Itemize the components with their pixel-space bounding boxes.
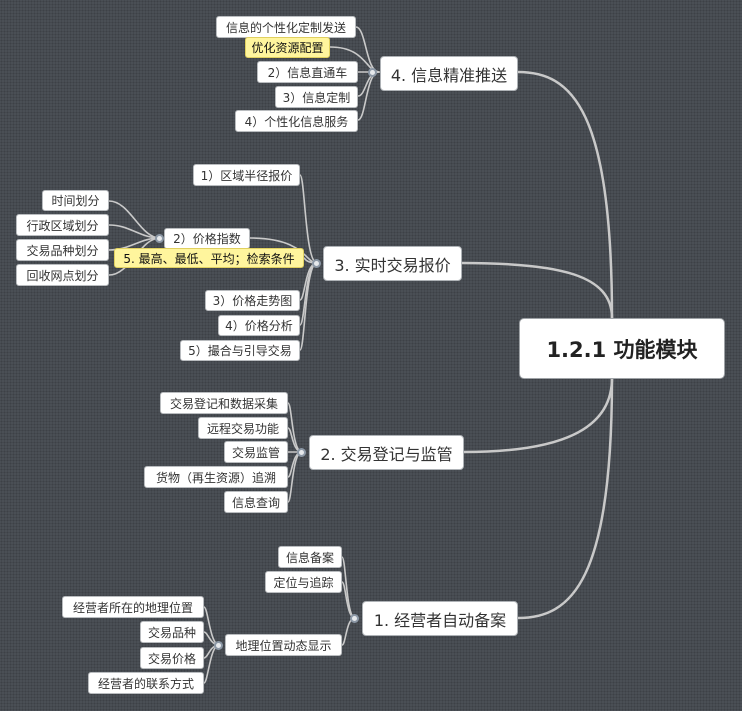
leaf-trade-price[interactable]: 交易价格 xyxy=(140,647,204,669)
collapse-toggle-icon[interactable] xyxy=(297,448,306,457)
leaf-price-analysis[interactable]: 4）价格分析 xyxy=(218,315,300,336)
branch-operator-filing[interactable]: 1. 经营者自动备案 xyxy=(362,601,518,636)
leaf-recycle-point-division[interactable]: 回收网点划分 xyxy=(16,264,109,286)
leaf-info-express[interactable]: 2）信息直通车 xyxy=(257,61,358,83)
collapse-toggle-icon[interactable] xyxy=(350,614,359,623)
leaf-operator-contact[interactable]: 经营者的联系方式 xyxy=(88,672,204,694)
collapse-toggle-icon[interactable] xyxy=(214,641,223,650)
leaf-personalized-push[interactable]: 信息的个性化定制发送 xyxy=(216,16,356,38)
leaf-trade-variety[interactable]: 交易品种 xyxy=(140,621,204,643)
leaf-location-display[interactable]: 地理位置动态显示 xyxy=(225,634,342,656)
leaf-price-index[interactable]: 2）价格指数 xyxy=(164,228,250,249)
leaf-time-division[interactable]: 时间划分 xyxy=(42,190,109,211)
leaf-info-query[interactable]: 信息查询 xyxy=(224,491,288,513)
leaf-region-division[interactable]: 行政区域划分 xyxy=(16,214,109,236)
leaf-optimize-resources[interactable]: 优化资源配置 xyxy=(245,37,330,58)
branch-realtime-quote[interactable]: 3. 实时交易报价 xyxy=(323,246,462,281)
root-topic[interactable]: 1.2.1 功能模块 xyxy=(519,318,725,379)
collapse-toggle-icon[interactable] xyxy=(368,68,377,77)
branch-trade-registration[interactable]: 2. 交易登记与监管 xyxy=(309,435,464,470)
leaf-personal-service[interactable]: 4）个性化信息服务 xyxy=(235,110,358,132)
collapse-toggle-icon[interactable] xyxy=(155,234,164,243)
leaf-info-custom[interactable]: 3）信息定制 xyxy=(275,86,358,108)
branch-info-push[interactable]: 4. 信息精准推送 xyxy=(380,56,518,91)
leaf-variety-division[interactable]: 交易品种划分 xyxy=(16,239,109,261)
leaf-trade-supervision[interactable]: 交易监管 xyxy=(224,441,288,463)
collapse-toggle-icon[interactable] xyxy=(312,259,321,268)
leaf-remote-trade[interactable]: 远程交易功能 xyxy=(198,417,288,439)
leaf-goods-traceability[interactable]: 货物（再生资源）追溯 xyxy=(144,466,288,488)
leaf-operator-location[interactable]: 经营者所在的地理位置 xyxy=(62,596,204,618)
leaf-matching-guidance[interactable]: 5）撮合与引导交易 xyxy=(180,340,300,361)
leaf-registration-collection[interactable]: 交易登记和数据采集 xyxy=(160,392,288,414)
leaf-positioning-tracking[interactable]: 定位与追踪 xyxy=(265,571,342,593)
leaf-max-min-avg[interactable]: 5. 最高、最低、平均；检索条件 xyxy=(114,248,304,268)
leaf-info-filing[interactable]: 信息备案 xyxy=(278,546,342,568)
leaf-radius-quote[interactable]: 1）区域半径报价 xyxy=(193,164,300,186)
leaf-price-trend-chart[interactable]: 3）价格走势图 xyxy=(205,290,300,311)
